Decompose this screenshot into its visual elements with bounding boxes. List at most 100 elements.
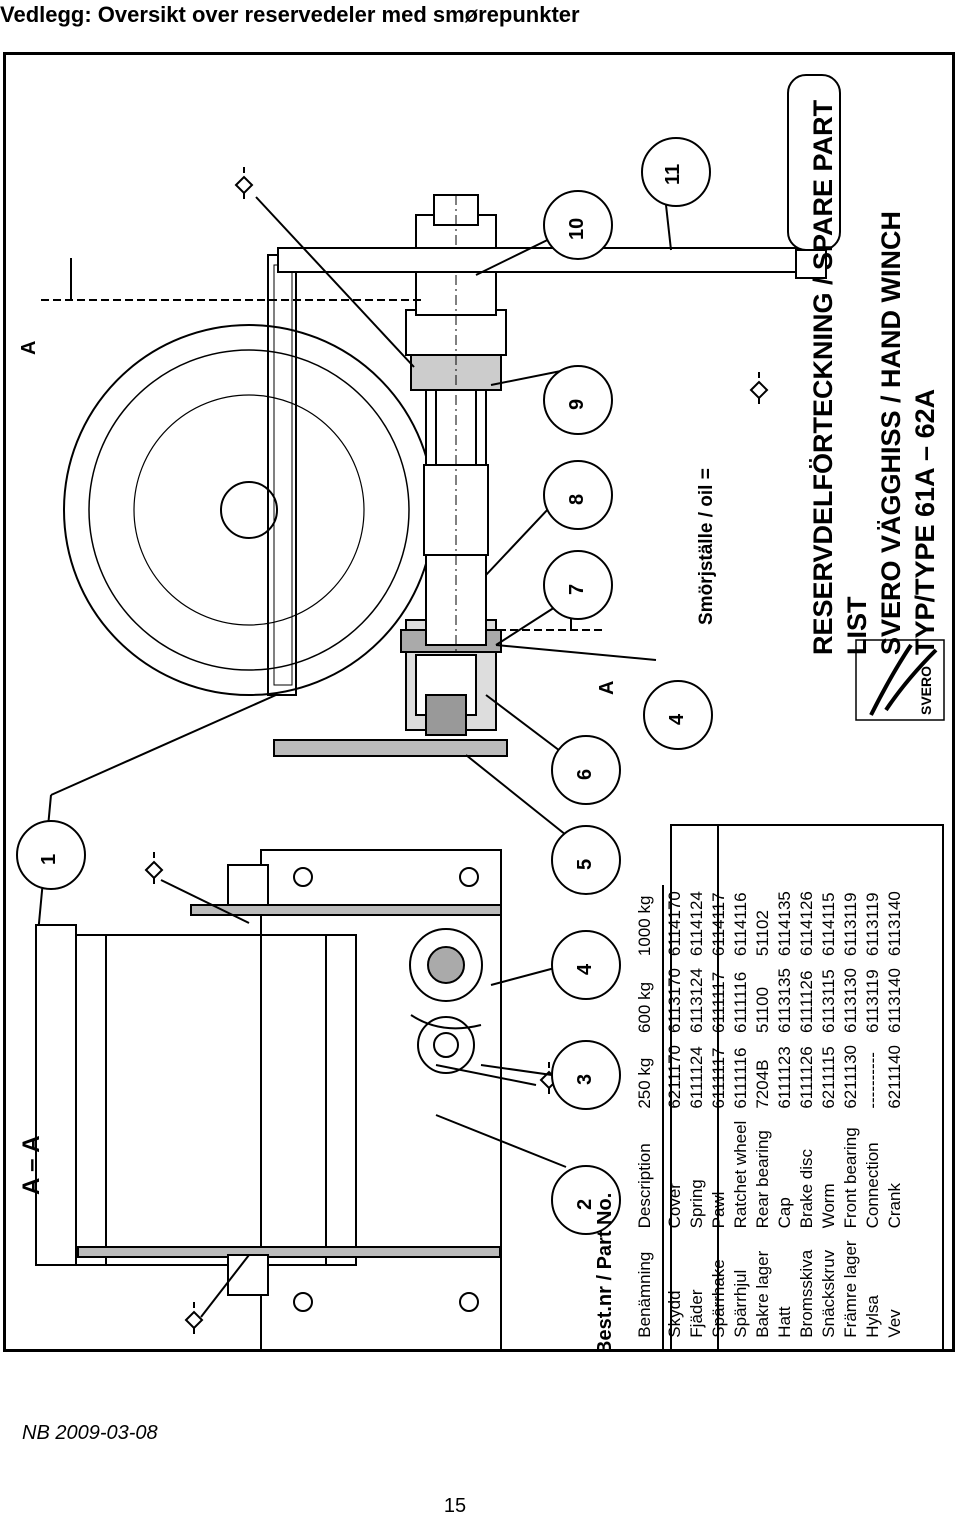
table-cell: Främre lager <box>841 1240 860 1338</box>
table-cell: 6113140 <box>885 968 904 1033</box>
title-line-3: TYP/TYPE 61A – 62A <box>910 388 940 655</box>
footer-note: NB 2009-03-08 <box>22 1422 158 1444</box>
table-cell: 6113140 <box>885 891 904 957</box>
table-cell: 8 <box>818 1344 840 1349</box>
table-cell: Hylsa <box>863 1295 882 1338</box>
table-row: 6 Hatt Cap 6111123 6113135 6114135 <box>774 885 796 1349</box>
table-cell: 6113119 <box>863 969 882 1033</box>
table-cell: 9 <box>840 1344 862 1349</box>
table-cell: 6113119 <box>841 892 860 957</box>
table-cell: Bromsskiva <box>797 1249 816 1338</box>
table-cell: 5 <box>752 1344 774 1349</box>
table-cell: 6114116 <box>731 892 750 957</box>
table-cell: 6114124 <box>687 891 706 957</box>
table-cell: 6211170 <box>665 1044 684 1109</box>
table-cell: 4 <box>730 1344 752 1349</box>
page-title: Vedlegg: Oversikt over reservedeler med … <box>0 2 580 27</box>
table-cell: 7 <box>796 1344 818 1349</box>
table-row: 3 Spärrhake Pawl 6111117 6111117 6114117 <box>708 885 730 1349</box>
bubble-1: 1 <box>38 853 60 865</box>
section-label: A – A <box>18 1135 45 1195</box>
bubble-4a: 4 <box>574 963 596 975</box>
table-row: 11VevCrank621114061131406113140 <box>884 885 906 1349</box>
table-cell: 1 <box>663 1344 686 1349</box>
table-row: 10HylsaConnection----------6113119611311… <box>862 885 884 1349</box>
col-600kg: 600 kg <box>628 962 663 1039</box>
table-cell: 6111116 <box>731 971 750 1033</box>
winch-drawing <box>16 74 945 1349</box>
svero-logo: SVERO <box>918 665 934 715</box>
table-cell: 6114126 <box>797 891 816 957</box>
table-cell: Spärrhjul <box>731 1269 750 1338</box>
table-cell: Ratchet wheel <box>731 1120 750 1229</box>
table-cell: ---------- <box>863 1052 882 1109</box>
table-cell: 6211140 <box>885 1044 904 1109</box>
table-cell: 6114170 <box>665 891 684 957</box>
col-1000kg: 1000 kg <box>628 885 663 963</box>
table-cell: 51102 <box>753 910 772 957</box>
table-cell: 2 <box>686 1344 708 1349</box>
table-cell: Pawl <box>709 1191 728 1229</box>
section-mark-top: A <box>18 340 40 355</box>
table-row: 9 Främre lager Front bearing 6211130 6113130… <box>840 885 862 1349</box>
title-line-2: SVERO VÄGGHISS / HAND WINCH <box>876 210 906 655</box>
table-cell: Connection <box>863 1142 882 1229</box>
table-row: 8 Snäckskruv Worm 6211115 6113115 6114115 <box>818 885 840 1349</box>
title-line-1: RESERVDELFÖRTECKNING / SPARE PART LIST <box>808 99 872 655</box>
table-cell: Vev <box>885 1309 904 1338</box>
table-cell: Rear bearing <box>753 1130 772 1229</box>
table-cell: 7204B <box>753 1059 772 1109</box>
table-cell: Snäckskruv <box>819 1249 838 1338</box>
table-cell: Spring <box>687 1179 706 1229</box>
table-cell: 6111126 <box>797 1046 816 1109</box>
table-cell: Front bearing <box>841 1127 860 1229</box>
bubble-4b: 4 <box>666 713 688 725</box>
table-cell: 6114115 <box>819 892 838 957</box>
table-cell: Cap <box>775 1197 794 1229</box>
table-cell: 6111117 <box>709 1047 728 1109</box>
table-cell: 6111126 <box>797 970 816 1033</box>
table-cell: 6114117 <box>709 892 728 957</box>
table-cell: 6111124 <box>687 1046 706 1109</box>
table-cell: 6111123 <box>775 1046 794 1109</box>
col-pos: Pos <box>628 1343 663 1349</box>
table-cell: Worm <box>819 1183 838 1229</box>
table-cell: Spärrhake <box>709 1259 728 1338</box>
table-cell: 6211115 <box>819 1046 838 1109</box>
bubble-7: 7 <box>566 583 588 595</box>
table-cell: 6113135 <box>775 968 794 1033</box>
table-cell: Hatt <box>775 1306 794 1338</box>
table-cell: Skydd <box>665 1290 684 1338</box>
bubble-3: 3 <box>574 1073 596 1085</box>
bubble-10: 10 <box>566 217 588 240</box>
table-cell: Cover <box>665 1183 684 1229</box>
col-250kg: 250 kg <box>628 1038 663 1115</box>
table-cell: 6111117 <box>709 971 728 1033</box>
bubble-6: 6 <box>574 768 596 780</box>
bubble-8: 8 <box>566 493 588 505</box>
table-row: 1 Skydd Cover 6211170 6113170 6114170 <box>663 885 686 1349</box>
col-description: Description <box>628 1114 663 1235</box>
bubble-11: 11 <box>662 163 684 185</box>
table-cell: 51100 <box>753 986 772 1033</box>
table-cell: 3 <box>708 1344 730 1349</box>
table-row: 2FjäderSpring611112461131246114124 <box>686 885 708 1349</box>
table-cell: 6211130 <box>841 1044 860 1109</box>
table-title: Best.nr / Part No. <box>594 1192 616 1352</box>
table-cell: 6113115 <box>819 969 838 1033</box>
col-benamning: Benämning <box>628 1234 663 1344</box>
section-mark-mid: A <box>596 680 618 695</box>
oil-note: Smörjställe / oil = <box>696 468 717 625</box>
table-cell: 6114135 <box>775 891 794 957</box>
table-cell: Brake disc <box>797 1149 816 1229</box>
table-cell: 6113130 <box>841 968 860 1033</box>
table-cell: 6113170 <box>665 968 684 1033</box>
table-cell: 6 <box>774 1344 796 1349</box>
page-number: 15 <box>443 1495 467 1517</box>
table-row: 7 Bromsskiva Brake disc 6111126 6111126 61141… <box>796 885 818 1349</box>
table-cell: 6113124 <box>687 968 706 1033</box>
table-cell: 6113119 <box>863 892 882 957</box>
table-cell: 11 <box>884 1344 906 1349</box>
table-row: 4SpärrhjulRatchet wheel61111166111116611… <box>730 885 752 1349</box>
